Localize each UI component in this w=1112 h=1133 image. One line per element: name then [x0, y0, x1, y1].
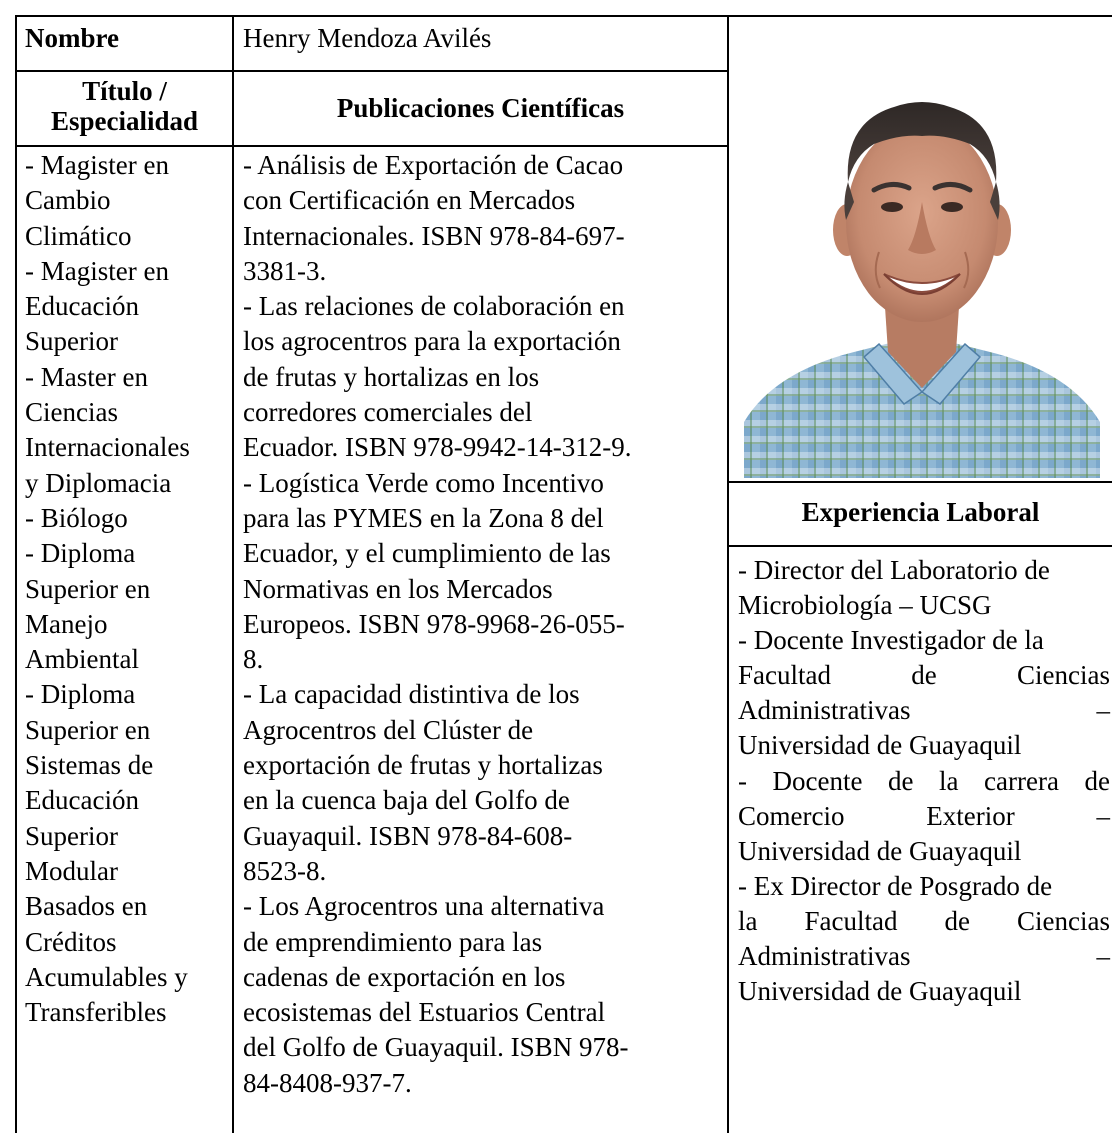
title-item: Basados en — [25, 891, 148, 922]
publication-line: cadenas de exportación en los — [243, 961, 566, 992]
publication-line: de emprendimiento para las — [243, 926, 543, 957]
title-item: - Biólogo — [25, 502, 128, 533]
experience-line: Administrativas – — [738, 941, 1110, 972]
publication-line: 8523-8. — [243, 855, 327, 886]
publication-line: - Logística Verde como Incentivo — [243, 467, 604, 498]
title-item: Créditos — [25, 926, 117, 957]
titles-list: - Magister en Cambio Climático - Magiste… — [25, 148, 190, 1030]
publication-line: Ecuador. ISBN 978-9942-14-312-9. — [243, 432, 632, 463]
publication-line: Internacionales. ISBN 978-84-697- — [243, 220, 625, 251]
title-item: - Diploma — [25, 679, 136, 710]
title-item: Acumulables y — [25, 961, 188, 992]
publications-header: Publicaciones Científicas — [336, 93, 625, 123]
title-item: Superior — [25, 820, 118, 851]
publication-line: - La capacidad distintiva de los — [243, 679, 580, 710]
title-item: Manejo — [25, 608, 108, 639]
publication-line: Europeos. ISBN 978-9968-26-055- — [243, 608, 625, 639]
publication-line: del Golfo de Guayaquil. ISBN 978- — [243, 1032, 629, 1063]
title-item: y Diplomacia — [25, 467, 172, 498]
title-item: - Master en — [25, 361, 148, 392]
publication-line: con Certificación en Mercados — [243, 185, 576, 216]
experience-line: - Docente Investigador de la — [738, 625, 1044, 656]
title-item: Superior en — [25, 573, 151, 604]
publication-line: - Los Agrocentros una alternativa — [243, 891, 605, 922]
experience-line: - Docente de la carrera de — [738, 765, 1110, 796]
experience-line: Facultad de Ciencias — [738, 660, 1110, 691]
publications-list: - Análisis de Exportación de Cacao con C… — [243, 148, 631, 1101]
publication-line: en la cuenca baja del Golfo de — [243, 785, 570, 816]
publication-line: ecosistemas del Estuarios Central — [243, 997, 606, 1028]
title-item: Superior — [25, 326, 118, 357]
title-item: - Diploma — [25, 538, 136, 569]
title-item: Sistemas de — [25, 750, 154, 781]
experience-line: Microbiología – UCSG — [738, 590, 992, 621]
publication-line: para las PYMES en la Zona 8 del — [243, 502, 604, 533]
title-item: Educación — [25, 785, 139, 816]
publication-line: Ecuador, y el cumplimiento de las — [243, 538, 611, 569]
publication-line: Guayaquil. ISBN 978-84-608- — [243, 820, 573, 851]
title-item: Cambio — [25, 185, 111, 216]
title-item: Ciencias — [25, 397, 118, 428]
publication-line: de frutas y hortalizas en los — [243, 361, 540, 392]
publication-line: 8. — [243, 644, 264, 675]
title-header-line1: Título / — [82, 76, 167, 106]
title-item: - Magister en — [25, 255, 169, 286]
publication-line: - Análisis de Exportación de Cacao — [243, 150, 624, 180]
publication-line: 3381-3. — [243, 255, 327, 286]
title-item: - Magister en — [25, 150, 169, 180]
portrait-image — [744, 52, 1100, 478]
title-item: Ambiental — [25, 644, 139, 675]
title-item: Superior en — [25, 714, 151, 745]
publication-line: 84-8408-937-7. — [243, 1067, 412, 1098]
publication-line: Agrocentros del Clúster de — [243, 714, 534, 745]
experience-line: Universidad de Guayaquil — [738, 976, 1022, 1007]
title-item: Internacionales — [25, 432, 190, 463]
experience-line: Comercio Exterior – — [738, 800, 1110, 831]
title-item: Transferibles — [25, 997, 167, 1028]
title-item: Climático — [25, 220, 132, 251]
name-label: Nombre — [25, 23, 119, 53]
title-item: Educación — [25, 291, 139, 322]
title-item: Modular — [25, 855, 118, 886]
portrait-photo — [744, 52, 1100, 478]
publication-line: los agrocentros para la exportación — [243, 326, 621, 357]
name-value: Henry Mendoza Avilés — [243, 23, 492, 53]
publication-line: - Las relaciones de colaboración en — [243, 291, 625, 322]
experience-header: Experiencia Laboral — [801, 497, 1040, 527]
publication-line: corredores comerciales del — [243, 397, 533, 428]
experience-line: - Director del Laboratorio de — [738, 555, 1050, 585]
publication-line: exportación de frutas y hortalizas — [243, 750, 603, 781]
experience-list: - Director del Laboratorio de Microbiolo… — [738, 553, 1110, 1009]
experience-line: la Facultad de Ciencias — [738, 905, 1110, 936]
publication-line: Normativas en los Mercados — [243, 573, 553, 604]
experience-line: Administrativas – — [738, 695, 1110, 726]
title-header-line2: Especialidad — [50, 106, 199, 136]
title-specialty-header: Título / Especialidad — [17, 76, 232, 136]
experience-line: - Ex Director de Posgrado de — [738, 870, 1053, 901]
experience-line: Universidad de Guayaquil — [738, 835, 1022, 866]
experience-line: Universidad de Guayaquil — [738, 730, 1022, 761]
